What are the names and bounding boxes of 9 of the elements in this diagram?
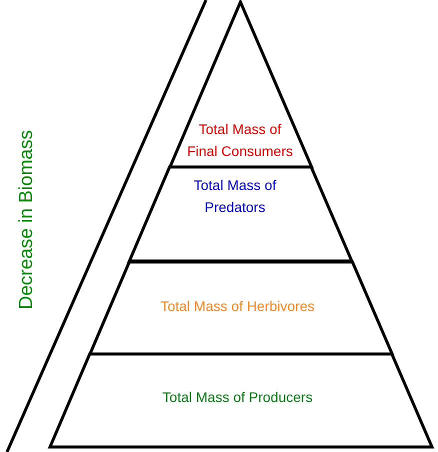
tier-label: Total Mass of Herbivores bbox=[159, 297, 316, 316]
pyramid-tier bbox=[90, 262, 392, 354]
axis-label: Decrease in Biomass bbox=[16, 130, 38, 310]
tier-label: Total Mass of Producers bbox=[161, 388, 314, 407]
tier-label: Total Mass of Final Consumers bbox=[186, 120, 294, 161]
pyramid-tier bbox=[50, 354, 432, 447]
tier-label: Total Mass of Predators bbox=[192, 176, 278, 217]
pyramid-tier bbox=[170, 2, 312, 167]
pyramid-tier bbox=[128, 167, 352, 262]
